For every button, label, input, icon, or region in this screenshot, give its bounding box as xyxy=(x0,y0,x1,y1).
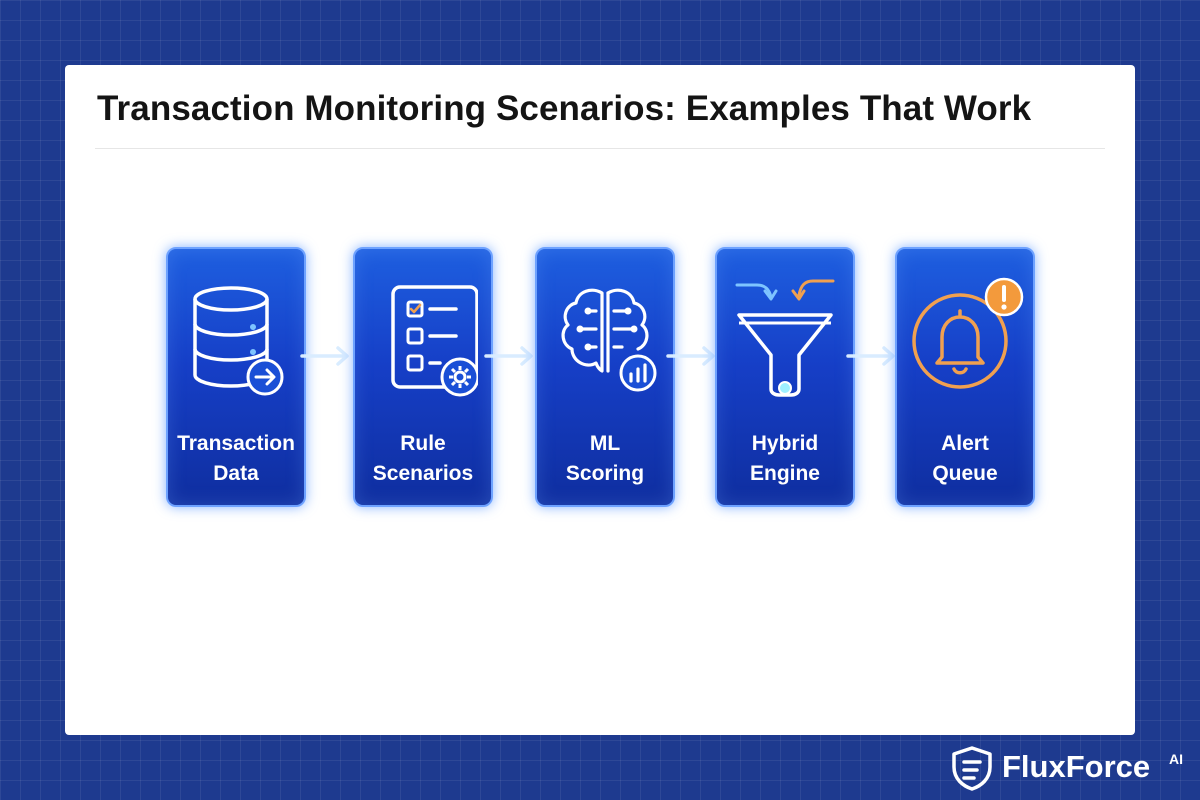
flow-arrow xyxy=(300,346,349,366)
brand-name: FluxForce xyxy=(1002,749,1151,784)
step-label-line1: Transaction xyxy=(177,432,295,455)
shield-logo-icon xyxy=(952,746,992,791)
step-ml-scoring: ML Scoring xyxy=(535,247,675,507)
step-label-line1: Alert xyxy=(941,432,989,455)
fluxforce-logo: FluxForce AI xyxy=(950,745,1190,791)
checklist-gear-icon xyxy=(391,285,478,397)
step-label-line1: Hybrid xyxy=(751,432,819,455)
flow-arrow xyxy=(666,346,715,366)
step-alert-queue: Alert Queue xyxy=(895,247,1035,507)
step-label-line1: Rule xyxy=(400,432,446,455)
funnel-icon xyxy=(735,279,835,397)
step-label-line2: Scenarios xyxy=(372,462,474,485)
step-transaction-data: Transaction Data xyxy=(166,247,306,507)
step-label-line1: ML xyxy=(589,432,621,455)
step-label-line2: Queue xyxy=(932,462,998,485)
step-label-line2: Data xyxy=(213,462,259,485)
flow-arrow xyxy=(484,346,533,366)
flow-arrow xyxy=(846,346,895,366)
step-rule-scenarios: Rule Scenarios xyxy=(353,247,493,507)
step-label-line2: Scoring xyxy=(565,462,645,485)
title-divider xyxy=(95,148,1105,149)
step-hybrid-engine: Hybrid Engine xyxy=(715,247,855,507)
brain-chart-icon xyxy=(561,288,657,392)
step-label-line2: Engine xyxy=(749,462,820,485)
database-icon xyxy=(193,286,284,396)
bell-alert-icon xyxy=(912,277,1024,389)
brand-suffix: AI xyxy=(1169,751,1183,767)
page-title: Transaction Monitoring Scenarios: Exampl… xyxy=(97,89,1032,128)
